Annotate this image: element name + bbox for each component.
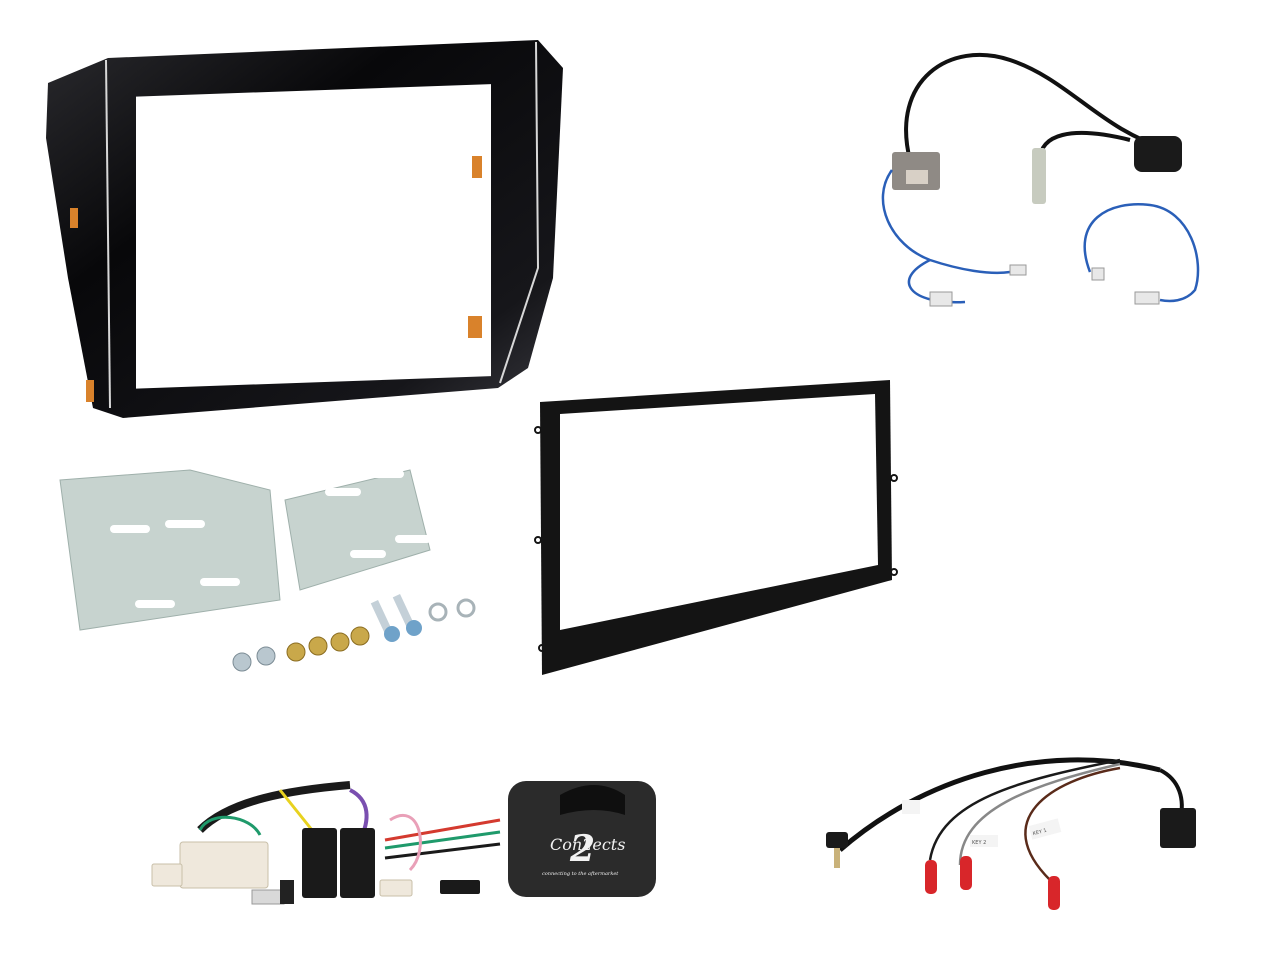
mounting-brackets xyxy=(50,400,450,640)
steering-interface: Con2ects 2 connecting to the aftermarket xyxy=(500,775,660,905)
loose-connector xyxy=(150,862,184,888)
tag-key-2: KEY 2 xyxy=(972,840,986,846)
interface-illustration: Con2ects 2 connecting to the aftermarket xyxy=(508,781,656,897)
logo-tagline: connecting to the aftermarket xyxy=(542,871,619,877)
screws-set xyxy=(230,590,490,680)
iso-harness xyxy=(170,740,510,940)
frame-illustration xyxy=(534,380,898,675)
logo-text: Con2ects xyxy=(550,835,625,854)
antenna-adapter xyxy=(870,40,1230,320)
screws-illustration xyxy=(232,593,476,672)
patch-lead-illustration: KEY 2 KEY 1 xyxy=(826,757,1196,910)
sws-patch-lead: KEY 2 KEY 1 xyxy=(820,740,1200,940)
connector-illustration xyxy=(151,863,183,887)
harness-illustration xyxy=(179,781,501,905)
logo-big-2: 2 xyxy=(569,828,595,870)
tag-key-1: KEY 1 xyxy=(1032,828,1047,837)
surround-frame xyxy=(530,380,910,680)
main-fascia xyxy=(38,28,578,428)
fascia-illustration xyxy=(46,40,563,418)
brackets-illustration xyxy=(59,469,431,631)
antenna-illustration xyxy=(881,53,1200,307)
